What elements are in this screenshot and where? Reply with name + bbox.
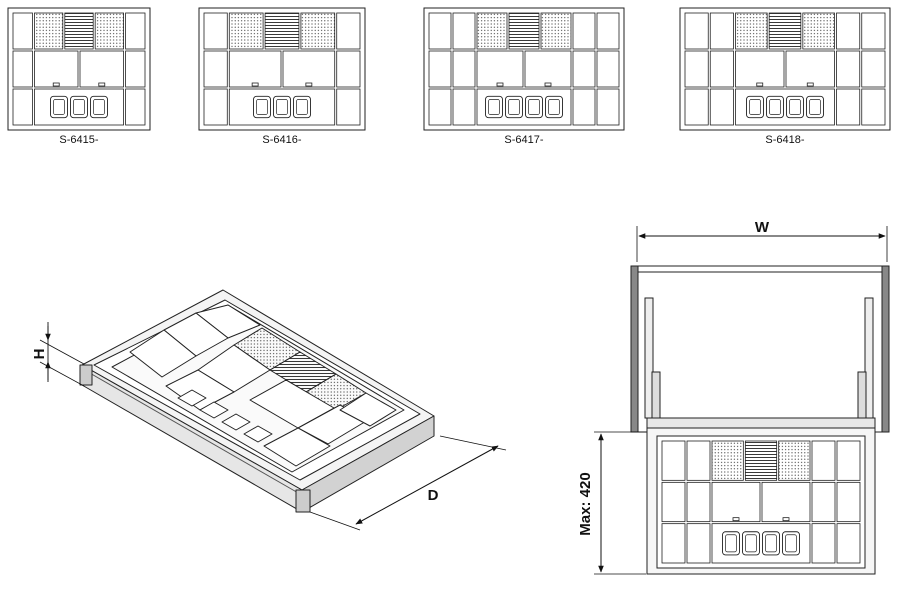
depth-dimension-label: D xyxy=(428,487,439,504)
variant-code-label: S-6415- xyxy=(59,134,98,146)
variant-code-label: S-6416- xyxy=(262,134,301,146)
variant-1: S-6415- xyxy=(7,7,151,146)
width-dimension-label: W xyxy=(755,219,770,236)
front-elevation-view xyxy=(594,226,890,575)
max-height-dimension-label: Max: 420 xyxy=(577,472,594,535)
variant-layouts: S-6415- S-6416- S-6417- S-6418- xyxy=(7,7,891,146)
variant-code-label: S-6417- xyxy=(504,134,543,146)
variant-3: S-6417- xyxy=(423,7,625,146)
isometric-drawer-view xyxy=(39,289,507,531)
variant-2: S-6416- xyxy=(198,7,366,146)
variant-code-label: S-6418- xyxy=(765,134,804,146)
height-dimension-label: H xyxy=(31,349,48,360)
variant-4: S-6418- xyxy=(679,7,891,146)
